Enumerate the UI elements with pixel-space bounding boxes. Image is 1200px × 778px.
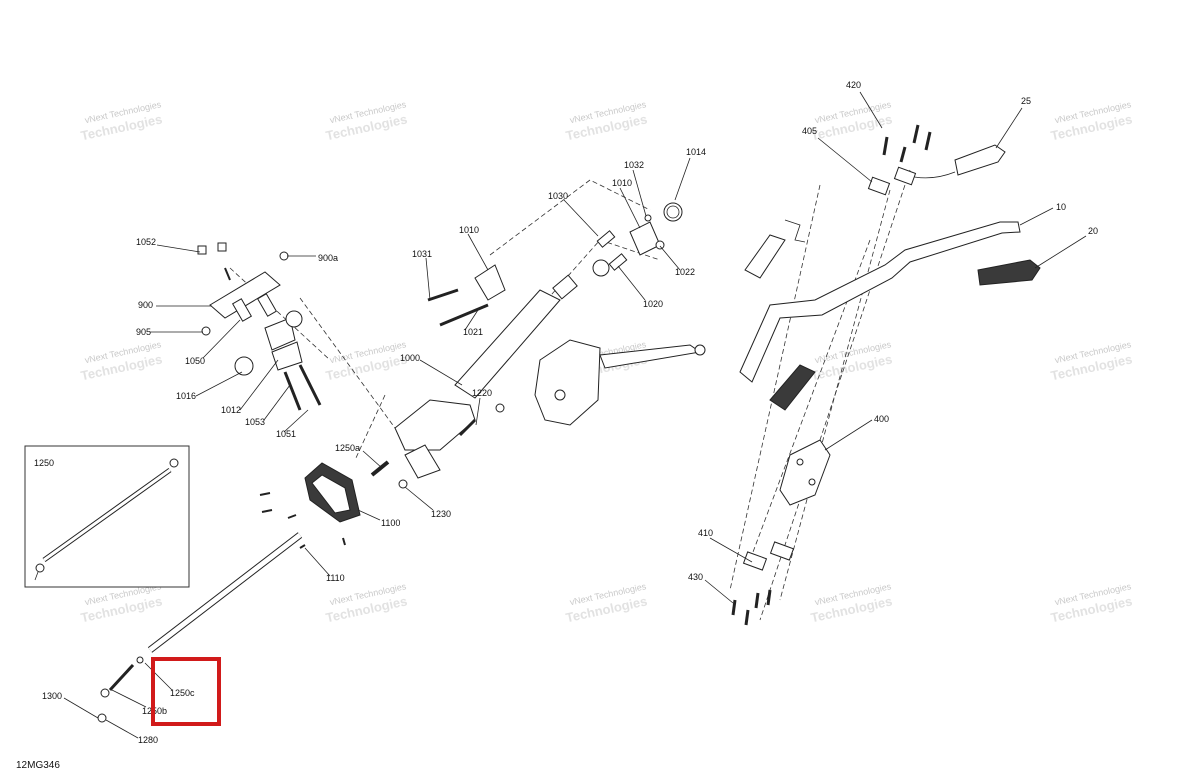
- label-10: 10: [1056, 202, 1066, 212]
- bracket-part: [744, 219, 806, 279]
- label-1012: 1012: [221, 405, 241, 415]
- grip-25-part: [904, 144, 1006, 179]
- grip-left-part: [769, 364, 816, 411]
- diagram-id: 12MG346: [16, 760, 60, 771]
- label-1010-left: 1010: [459, 225, 479, 235]
- label-1280: 1280: [138, 735, 158, 745]
- bolt-1250a-part: [370, 460, 390, 477]
- bolts-430-part: [731, 589, 772, 626]
- label-20: 20: [1088, 226, 1098, 236]
- label-1022: 1022: [675, 267, 695, 277]
- label-1020: 1020: [643, 299, 663, 309]
- inset-1250: 1250: [24, 445, 190, 588]
- label-1031: 1031: [412, 249, 432, 259]
- highlight-box-1250c: [151, 657, 221, 726]
- label-1030: 1030: [548, 191, 568, 201]
- label-25: 25: [1021, 96, 1031, 106]
- clamp-405-part: [867, 166, 917, 196]
- steering-column-part: [394, 289, 561, 479]
- handlebar-part: [739, 221, 1021, 383]
- part-labels: 420 25 405 10 20 400 410 430 1014 1032 1…: [42, 80, 1098, 745]
- label-1053: 1053: [245, 417, 265, 427]
- label-1000: 1000: [400, 353, 420, 363]
- label-1050: 1050: [185, 356, 205, 366]
- label-1250a: 1250a: [335, 443, 360, 453]
- cover-1100-part: [304, 462, 361, 523]
- label-1100: 1100: [381, 518, 400, 528]
- bolts-420-part: [882, 124, 932, 163]
- nut-1230-part: [398, 479, 408, 489]
- label-1014: 1014: [686, 147, 706, 157]
- label-430: 430: [688, 572, 703, 582]
- label-1032: 1032: [624, 160, 644, 170]
- label-410: 410: [698, 528, 713, 538]
- label-900: 900: [138, 300, 153, 310]
- label-400: 400: [874, 414, 889, 424]
- inset-label: 1250: [34, 458, 54, 468]
- housing-right-part: [534, 339, 706, 426]
- label-1250c: 1250c: [170, 688, 195, 698]
- bearing-1010-part: [427, 264, 506, 327]
- left-cluster-parts: [197, 242, 322, 411]
- leader-lines: [63, 91, 1087, 739]
- tie-rod-part: [97, 532, 303, 723]
- label-1220: 1220: [472, 388, 492, 398]
- label-1010-top: 1010: [612, 178, 632, 188]
- label-1230: 1230: [431, 509, 451, 519]
- label-1300: 1300: [42, 691, 62, 701]
- riser-400-part: [779, 439, 831, 506]
- grip-20-part: [977, 259, 1041, 286]
- clamp-410-part: [742, 541, 795, 571]
- label-1052: 1052: [136, 237, 156, 247]
- label-420: 420: [846, 80, 861, 90]
- label-900a: 900a: [318, 253, 338, 263]
- bolt-1220-part: [458, 403, 505, 437]
- label-1021: 1021: [463, 327, 483, 337]
- screws-1110-part: [259, 492, 346, 549]
- column-upper-parts: [552, 202, 683, 300]
- label-405: 405: [802, 126, 817, 136]
- label-1110: 1110: [326, 573, 345, 583]
- label-1051: 1051: [276, 429, 296, 439]
- label-905: 905: [136, 327, 151, 337]
- label-1016: 1016: [176, 391, 196, 401]
